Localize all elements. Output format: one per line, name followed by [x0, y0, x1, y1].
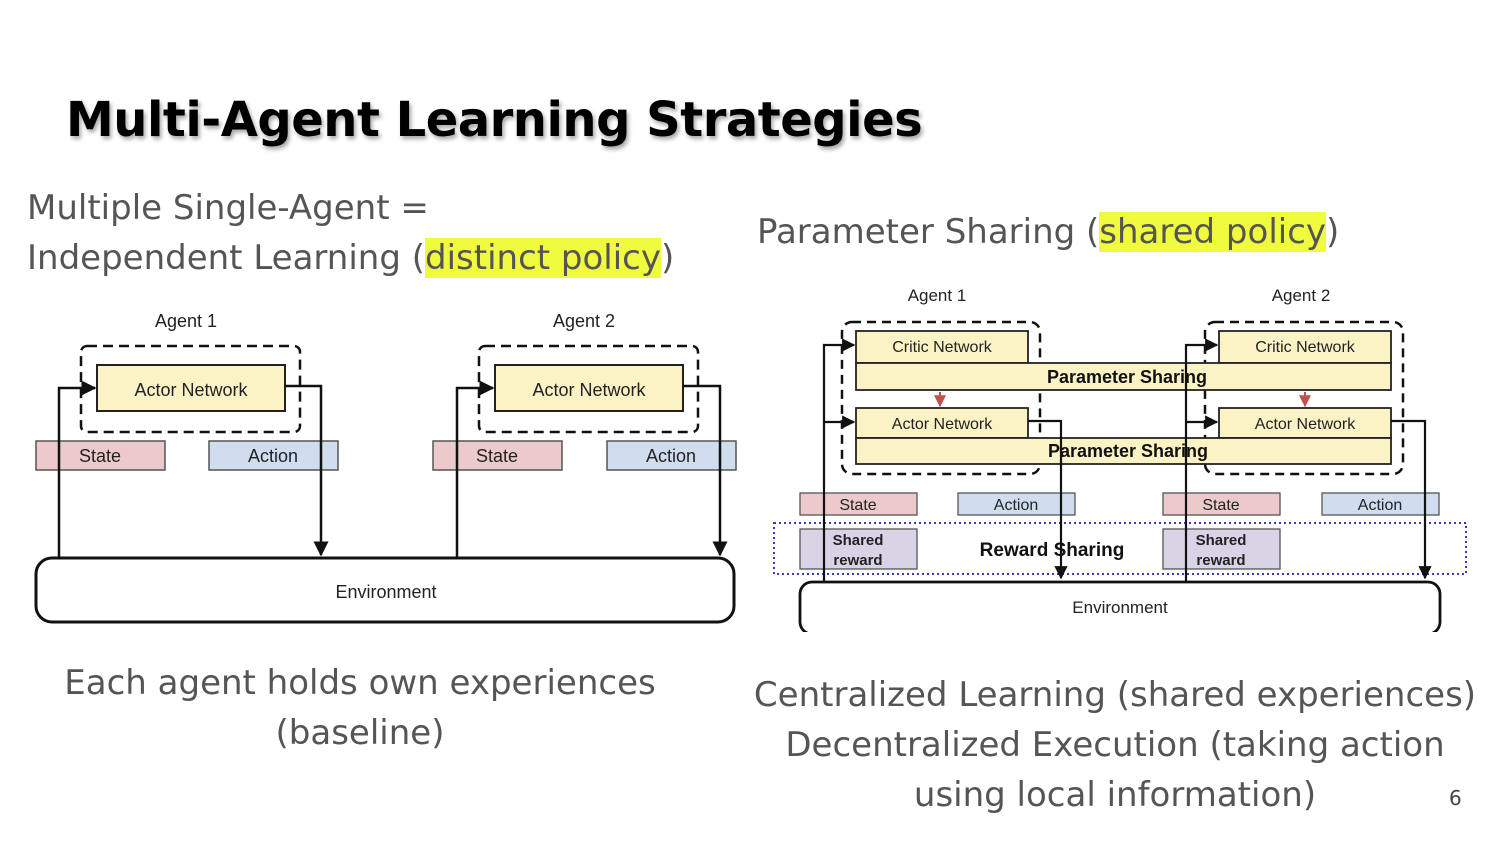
ps-agent2-action-label: Action	[1358, 497, 1402, 514]
ps-agent2-state-label: State	[1202, 497, 1239, 514]
parameter-sharing-diagram: Agent 1 Agent 2 Critic Network Critic Ne…	[773, 286, 1467, 632]
agent2-state-box	[432, 440, 563, 471]
ps-agent1-boundary	[840, 320, 1042, 476]
environment-box	[34, 556, 736, 624]
agent1-state-box	[35, 440, 166, 471]
page-number: 6	[1449, 786, 1462, 810]
right-heading-close: )	[1326, 212, 1340, 252]
agent1-action-label: Action	[248, 446, 298, 466]
agent1-actor-network	[96, 364, 286, 412]
ps-agent2-actor-network	[1218, 407, 1392, 439]
left-heading-text: Independent Learning (	[27, 238, 425, 278]
ps-agent1-action-arrow	[1028, 419, 1068, 580]
ps-agent2-shared-reward-line1: Shared	[1196, 532, 1247, 549]
reward-sharing-label: Reward Sharing	[980, 540, 1125, 561]
ps-agent1-label: Agent 1	[908, 286, 967, 305]
agent2-state-arrow	[455, 380, 495, 557]
ps-environment-label: Environment	[1072, 598, 1168, 617]
agent1-actor-label: Actor Network	[134, 380, 248, 400]
ps-agent1-action-box	[957, 492, 1076, 516]
left-heading-close: )	[661, 238, 675, 278]
agent2-state-label: State	[476, 446, 518, 466]
ps-agent1-shared-reward-line1: Shared	[833, 532, 884, 549]
left-caption-line1: Each agent holds own experiences	[64, 663, 656, 703]
left-heading: Multiple Single-Agent = Independent Lear…	[27, 183, 674, 283]
agent2-action-box	[606, 440, 737, 471]
critic-parameter-sharing-label: Parameter Sharing	[1047, 367, 1207, 387]
right-heading: Parameter Sharing (shared policy)	[757, 207, 1339, 257]
agent2-actor-network	[494, 364, 684, 412]
right-caption: Centralized Learning (shared experiences…	[745, 670, 1485, 820]
ps-agent1-state-box	[799, 492, 918, 516]
highlight-shared-policy: shared policy	[1099, 212, 1327, 252]
ps-agent2-action-box	[1321, 492, 1440, 516]
slide-title: Multi-Agent Learning Strategies	[66, 92, 923, 148]
agent2-label: Agent 2	[553, 311, 615, 331]
independent-learning-diagram: Agent 1 Actor Network State Action Agent…	[34, 311, 737, 624]
ps-agent2-state-box	[1162, 492, 1281, 516]
agent2-action-arrow	[683, 384, 728, 557]
ps-agent1-shared-reward-line2: reward	[833, 552, 882, 569]
right-caption-line1: Centralized Learning (shared experiences…	[753, 675, 1477, 715]
ps-agent2-label: Agent 2	[1272, 286, 1331, 305]
right-heading-text: Parameter Sharing (	[757, 212, 1100, 252]
left-heading-line2: Independent Learning (distinct policy)	[27, 233, 674, 283]
ps-agent2-shared-reward-line2: reward	[1196, 552, 1245, 569]
agent2-actor-label: Actor Network	[532, 380, 646, 400]
environment-label: Environment	[335, 582, 436, 602]
ps-agent1-action-label: Action	[994, 497, 1038, 514]
agent1-label: Agent 1	[155, 311, 217, 331]
agent1-action-box	[208, 440, 339, 471]
ps-agent1-state-to-critic-arrow	[822, 338, 856, 582]
ps-agent1-actor-label: Actor Network	[892, 416, 993, 433]
ps-agent2-boundary	[1203, 320, 1405, 476]
reward-sharing-region	[773, 522, 1467, 575]
left-caption: Each agent holds own experiences (baseli…	[0, 658, 720, 758]
agent1-state-label: State	[79, 446, 121, 466]
left-caption-line2: (baseline)	[275, 713, 445, 753]
highlight-distinct-policy: distinct policy	[425, 238, 661, 278]
ps-agent2-critic-label: Critic Network	[1255, 339, 1356, 356]
actor-parameter-sharing-bar	[855, 437, 1392, 465]
ps-agent1-state-label: State	[839, 497, 876, 514]
ps-agent1-critic-network	[855, 330, 1029, 364]
ps-agent2-actor-label: Actor Network	[1255, 416, 1356, 433]
right-caption-line3: using local information)	[913, 775, 1317, 815]
critic-parameter-sharing-bar	[855, 362, 1392, 391]
agent1-state-arrow	[57, 380, 97, 557]
ps-environment-box	[798, 580, 1442, 632]
right-caption-line2: Decentralized Execution (taking action	[785, 725, 1445, 765]
actor-parameter-sharing-label: Parameter Sharing	[1048, 441, 1208, 461]
agent2-action-label: Action	[646, 446, 696, 466]
ps-agent1-shared-reward-box	[799, 528, 918, 570]
ps-agent2-shared-reward-box	[1162, 528, 1281, 570]
ps-agent2-action-arrow	[1391, 419, 1432, 580]
ps-agent2-critic-network	[1218, 330, 1392, 364]
left-heading-line1: Multiple Single-Agent =	[27, 188, 429, 228]
agent1-action-arrow	[285, 384, 329, 557]
ps-agent1-critic-label: Critic Network	[892, 339, 993, 356]
ps-agent2-state-to-critic-arrow	[1184, 338, 1219, 582]
